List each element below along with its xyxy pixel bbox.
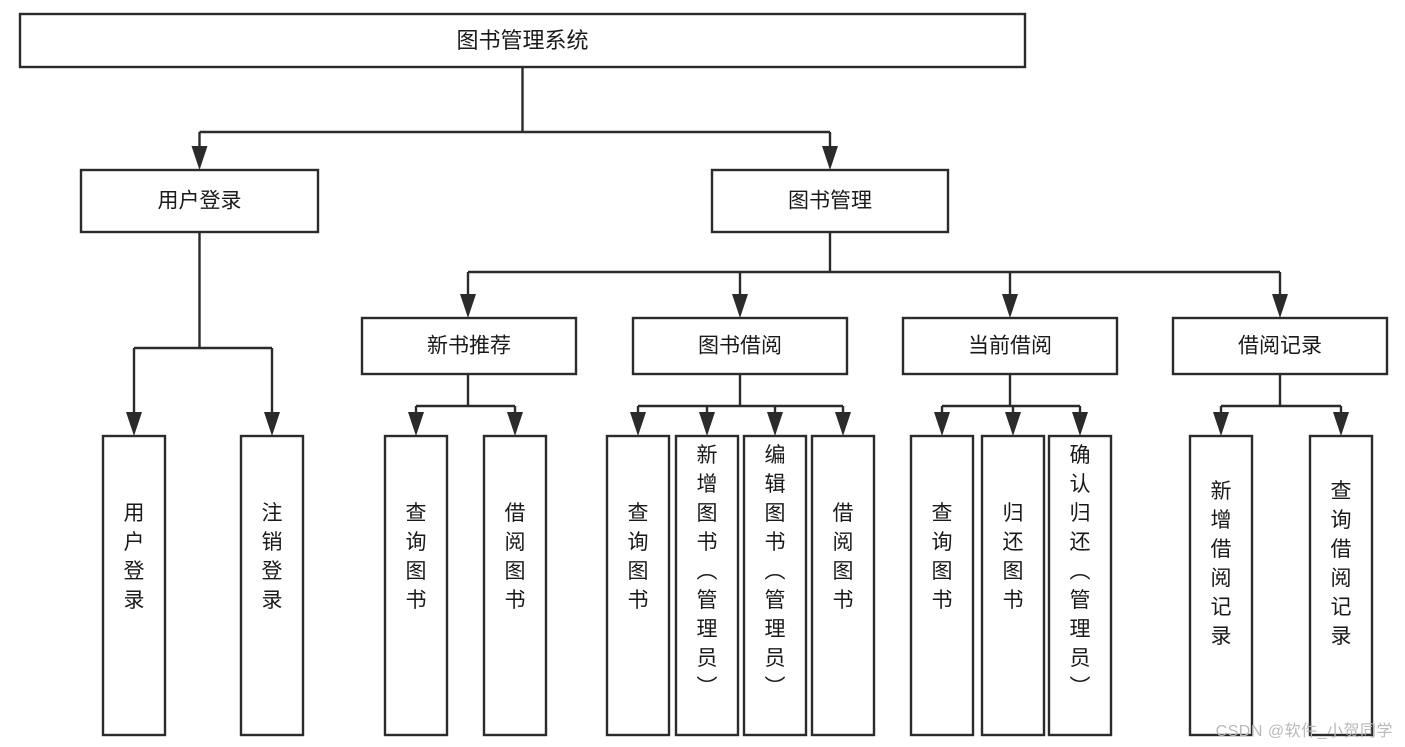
node-leaf-query-record-label: 查询借阅记录 xyxy=(1331,480,1352,648)
node-new-book-recommend-box[interactable] xyxy=(360,316,578,376)
node-new-book-recommend[interactable]: 新书推荐 xyxy=(360,316,578,376)
arrowhead-leaf-add-record xyxy=(1213,412,1229,436)
node-user-login-label: 用户登录 xyxy=(158,190,242,213)
node-leaf-query-book-2-box[interactable] xyxy=(605,434,671,737)
node-leaf-add-record-label: 新增借阅记录 xyxy=(1211,480,1232,648)
node-book-borrow-label: 图书借阅 xyxy=(698,335,782,358)
node-user-login[interactable]: 用户登录 xyxy=(79,168,320,234)
node-leaf-user-login-box[interactable] xyxy=(101,434,167,737)
node-leaf-return-book[interactable]: 归还图书 xyxy=(980,434,1046,737)
node-book-borrow-box[interactable] xyxy=(631,316,849,376)
leaf-layer: 用户登录 注销登录 查询图书 借阅图书 查询图书 新增图书︵管理员︶ 编辑图书︵… xyxy=(101,434,1374,737)
arrowhead-leaf-query-book-1 xyxy=(408,412,424,436)
node-leaf-user-login-label: 用户登录 xyxy=(124,502,145,612)
arrowhead-new-book-recommend xyxy=(460,294,476,318)
node-leaf-query-book-3-label: 查询图书 xyxy=(932,502,953,612)
node-leaf-borrow-book-1-box[interactable] xyxy=(482,434,548,737)
node-book-manage-label: 图书管理 xyxy=(788,190,872,213)
node-book-borrow[interactable]: 图书借阅 xyxy=(631,316,849,376)
node-leaf-confirm-return-label: 确认归还︵管理员︶ xyxy=(1070,444,1091,699)
node-leaf-query-book-1-box[interactable] xyxy=(383,434,449,737)
node-root-label: 图书管理系统 xyxy=(456,28,588,53)
node-root[interactable]: 图书管理系统 xyxy=(18,12,1027,69)
node-leaf-user-login[interactable]: 用户登录 xyxy=(101,434,167,737)
arrowhead-user-login xyxy=(191,146,208,170)
arrowhead-leaf-confirm-return xyxy=(1072,412,1088,436)
node-leaf-add-book[interactable]: 新增图书︵管理员︶ xyxy=(674,434,740,737)
arrowhead-leaf-edit-book xyxy=(767,412,783,436)
arrowhead-leaf-query-book-2 xyxy=(630,412,646,436)
node-leaf-logout[interactable]: 注销登录 xyxy=(239,434,305,737)
node-leaf-edit-book-label: 编辑图书︵管理员︶ xyxy=(765,444,786,699)
node-current-borrow-label: 当前借阅 xyxy=(968,335,1052,358)
node-leaf-add-record[interactable]: 新增借阅记录 xyxy=(1188,434,1254,737)
arrowhead-leaf-query-record xyxy=(1333,412,1349,436)
node-leaf-confirm-return-box[interactable] xyxy=(1047,434,1113,737)
node-user-login-box[interactable] xyxy=(79,168,320,234)
arrowhead-leaf-query-book-3 xyxy=(934,412,950,436)
node-borrow-record-label: 借阅记录 xyxy=(1238,335,1322,358)
node-leaf-borrow-book-1-label: 借阅图书 xyxy=(505,502,526,612)
node-leaf-add-book-box[interactable] xyxy=(674,434,740,737)
node-book-manage-box[interactable] xyxy=(710,168,950,234)
node-leaf-add-book-label: 新增图书︵管理员︶ xyxy=(697,444,718,699)
node-leaf-borrow-book-2-box[interactable] xyxy=(810,434,876,737)
node-leaf-query-book-1-label: 查询图书 xyxy=(406,502,427,612)
node-root-box[interactable] xyxy=(18,12,1027,69)
node-new-book-recommend-label: 新书推荐 xyxy=(427,335,511,358)
connector-layer xyxy=(126,67,1349,436)
node-leaf-logout-box[interactable] xyxy=(239,434,305,737)
node-current-borrow-box[interactable] xyxy=(901,316,1119,376)
node-book-manage[interactable]: 图书管理 xyxy=(710,168,950,234)
node-leaf-add-record-box[interactable] xyxy=(1188,434,1254,737)
node-borrow-record-box[interactable] xyxy=(1171,316,1389,376)
arrowhead-leaf-borrow-book-1 xyxy=(507,412,523,436)
node-leaf-logout-label: 注销登录 xyxy=(262,502,283,612)
node-leaf-borrow-book-2-label: 借阅图书 xyxy=(833,502,854,612)
node-leaf-query-book-3[interactable]: 查询图书 xyxy=(909,434,975,737)
node-leaf-edit-book[interactable]: 编辑图书︵管理员︶ xyxy=(742,434,808,737)
node-leaf-query-book-3-box[interactable] xyxy=(909,434,975,737)
node-leaf-query-book-2[interactable]: 查询图书 xyxy=(605,434,671,737)
node-leaf-query-record-box[interactable] xyxy=(1308,434,1374,737)
node-leaf-edit-book-box[interactable] xyxy=(742,434,808,737)
arrowhead-borrow-record xyxy=(1272,294,1288,318)
arrowhead-current-borrow xyxy=(1002,294,1018,318)
arrowhead-book-manage xyxy=(822,146,838,170)
node-borrow-record[interactable]: 借阅记录 xyxy=(1171,316,1389,376)
arrowhead-leaf-borrow-book-2 xyxy=(835,412,851,436)
arrowhead-leaf-logout xyxy=(264,412,280,436)
arrowhead-book-borrow xyxy=(732,294,748,318)
node-leaf-return-book-label: 归还图书 xyxy=(1003,502,1024,612)
node-current-borrow[interactable]: 当前借阅 xyxy=(901,316,1119,376)
node-leaf-borrow-book-1[interactable]: 借阅图书 xyxy=(482,434,548,737)
node-leaf-return-book-box[interactable] xyxy=(980,434,1046,737)
node-leaf-borrow-book-2[interactable]: 借阅图书 xyxy=(810,434,876,737)
node-leaf-confirm-return[interactable]: 确认归还︵管理员︶ xyxy=(1047,434,1113,737)
arrowhead-leaf-return-book xyxy=(1005,412,1021,436)
node-leaf-query-book-1[interactable]: 查询图书 xyxy=(383,434,449,737)
arrowhead-leaf-add-book xyxy=(699,412,715,436)
node-leaf-query-book-2-label: 查询图书 xyxy=(628,502,649,612)
node-leaf-query-record[interactable]: 查询借阅记录 xyxy=(1308,434,1374,737)
arrowhead-leaf-user-login xyxy=(126,412,142,436)
